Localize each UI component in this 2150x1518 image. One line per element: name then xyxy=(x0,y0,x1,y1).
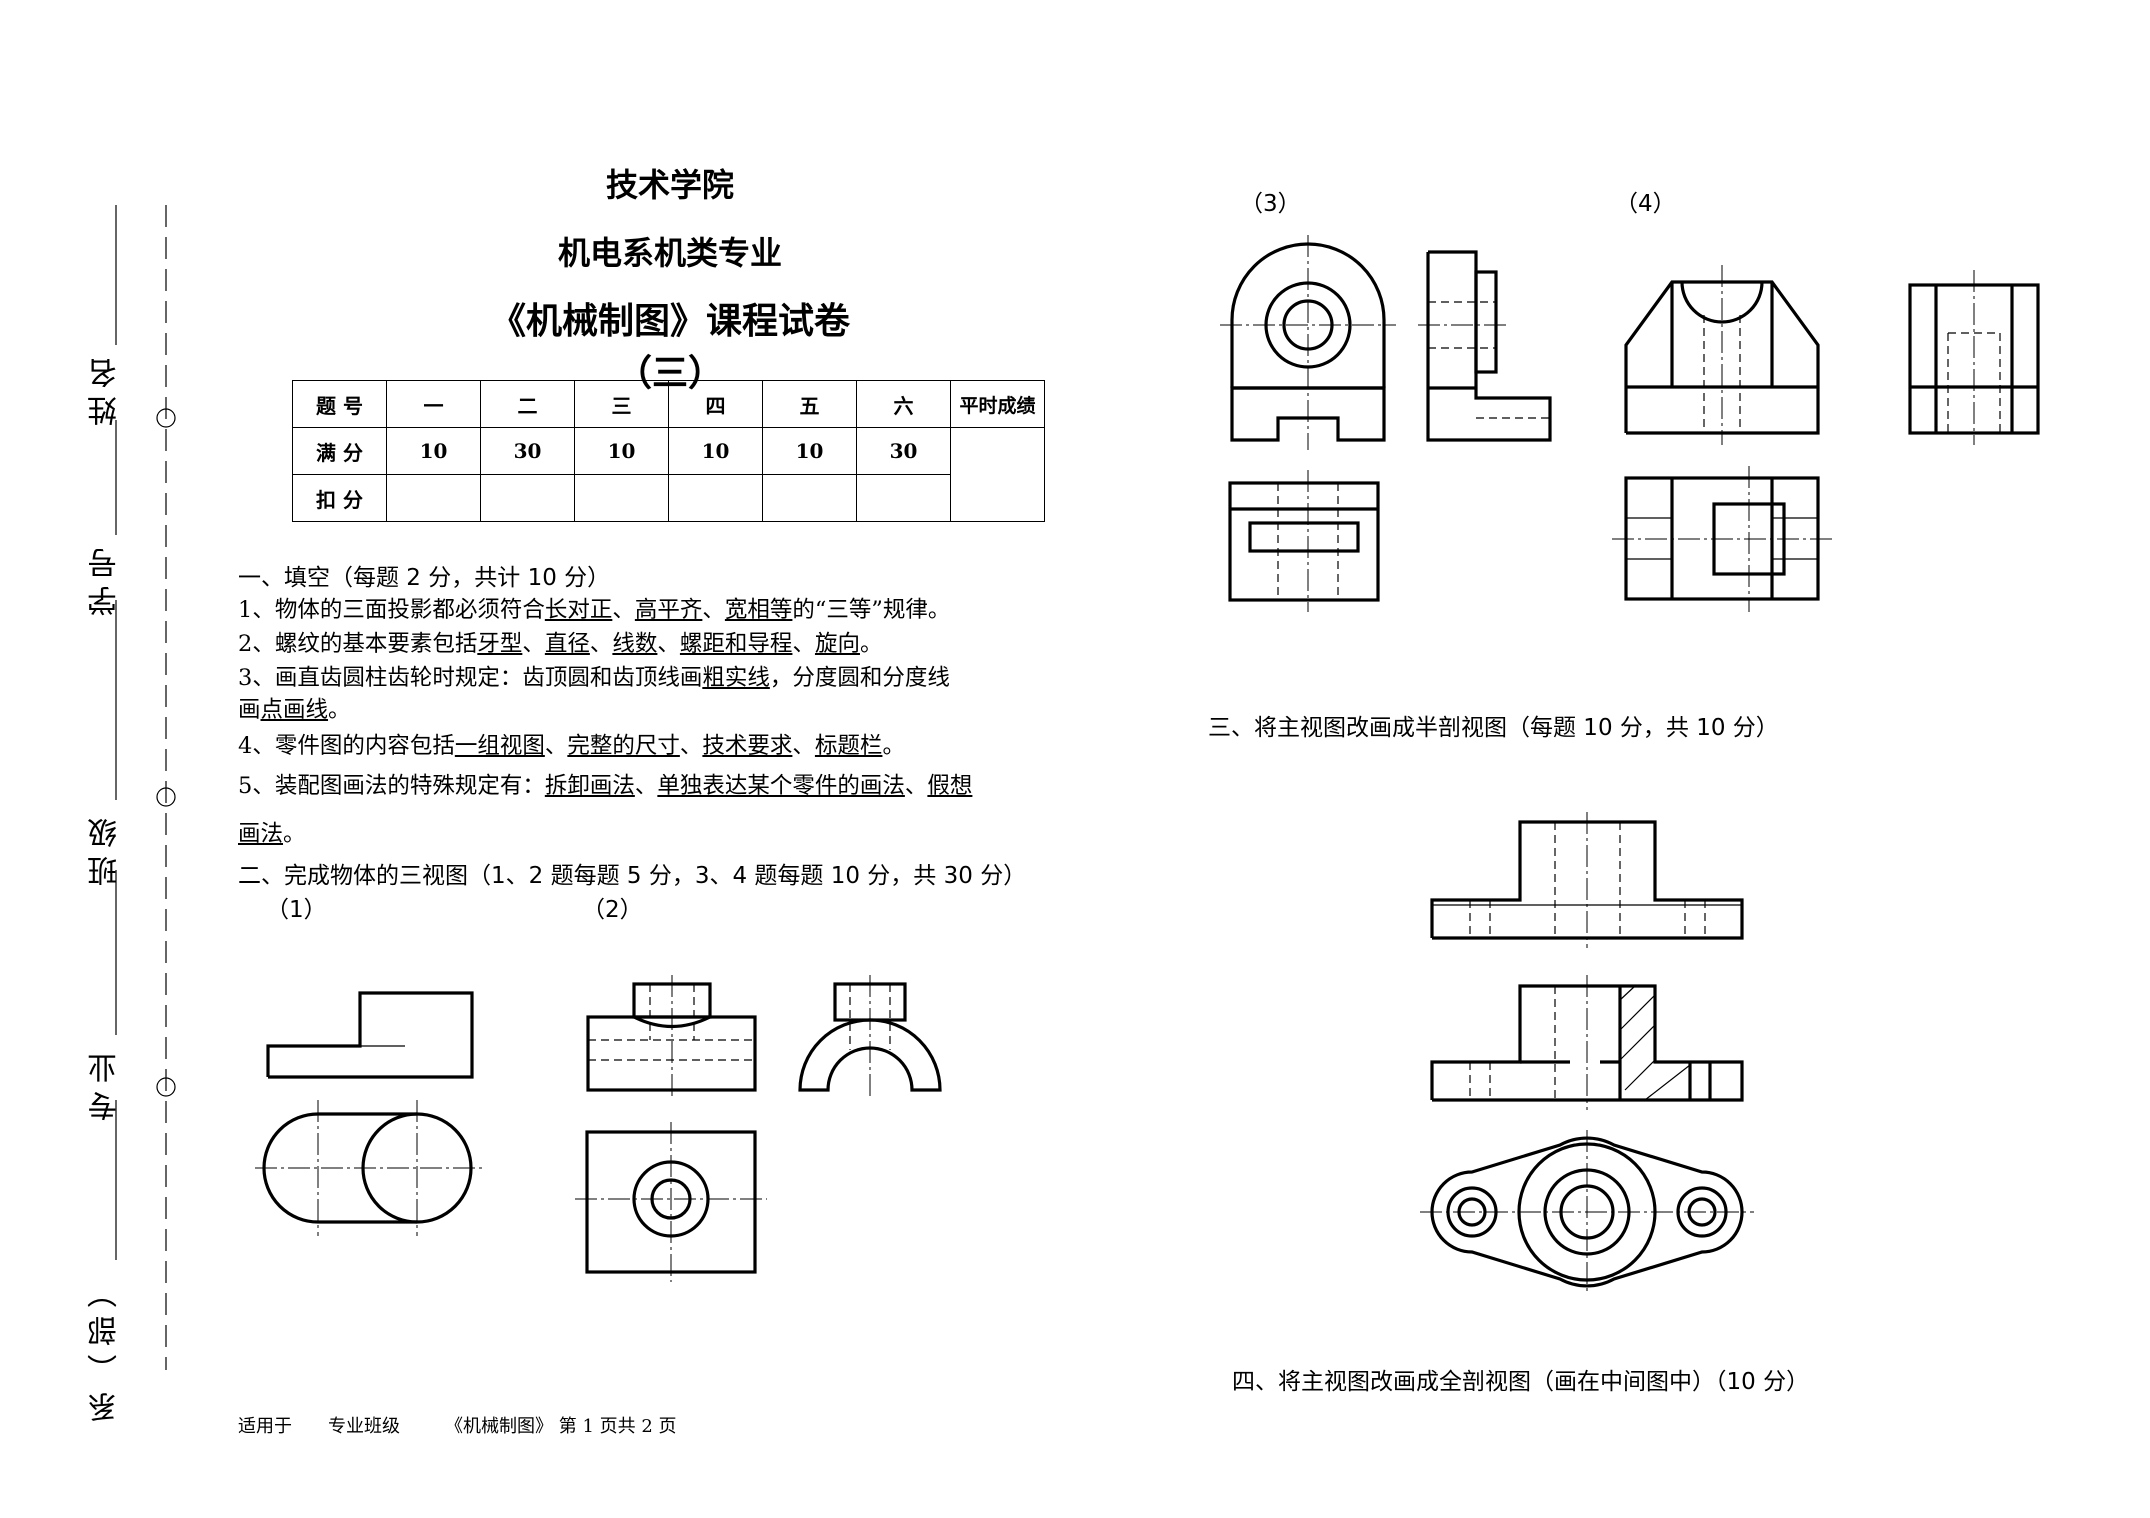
q1-text: 的“三等”规律。 xyxy=(792,597,951,623)
q1-sep: 、 xyxy=(702,597,725,623)
question-2: 2、螺纹的基本要素包括牙型、直径、线数、螺距和导程、旋向。 xyxy=(238,626,882,658)
q2-answer: 直径 xyxy=(544,631,590,657)
q4-answer: 标题栏 xyxy=(814,733,883,759)
q3-answer: 粗实线 xyxy=(702,665,770,691)
q3-text: 。 xyxy=(328,697,351,723)
figure-label-3: （3） xyxy=(1240,191,1301,217)
question-3: 3、画直齿圆柱齿轮时规定：齿顶圆和齿顶线画粗实线，分度圆和分度线 xyxy=(238,660,950,692)
q5-sep: 、 xyxy=(904,773,928,799)
department-title: 机电系机类专业 xyxy=(557,234,782,272)
figure-label-4: （4） xyxy=(1615,191,1676,217)
binding-margin xyxy=(115,205,176,1370)
q5-answer: 画法 xyxy=(238,821,284,847)
q2-sep: 、 xyxy=(589,631,613,657)
q2-sep: 、 xyxy=(522,631,545,657)
q4-text: 4、零件图的内容包括 xyxy=(238,733,455,759)
q1-answer: 长对正 xyxy=(544,597,613,623)
q5-answer: 拆卸画法 xyxy=(544,773,635,799)
q2-answer: 牙型 xyxy=(477,631,523,657)
question-5-cont: 画法。 xyxy=(238,816,306,848)
section3-heading: 三、将主视图改画成半剖视图（每题 10 分，共 10 分） xyxy=(1208,715,1779,741)
figure-3-drawing xyxy=(1220,235,1552,612)
column-header-regular-grade: 平时成绩 xyxy=(950,380,1045,428)
q4-sep: 、 xyxy=(679,733,703,759)
q4-sep: 、 xyxy=(544,733,568,759)
question-4: 4、零件图的内容包括一组视图、完整的尺寸、技术要求、标题栏。 xyxy=(238,728,905,760)
q2-sep: 、 xyxy=(657,631,680,657)
q4-answer: 完整的尺寸 xyxy=(567,733,680,759)
q2-answer: 旋向 xyxy=(814,631,860,657)
figure-label-1: （1） xyxy=(266,897,327,923)
table-row: 题 号 一 二 三 四 五 六 平时成绩 xyxy=(292,380,1045,428)
q3-text: 3、画直齿圆柱齿轮时规定：齿顶圆和齿顶线画 xyxy=(238,665,703,691)
section1-heading: 一、填空（每题 2 分，共计 10 分） xyxy=(238,565,611,591)
table-row: 扣 分 xyxy=(292,474,1045,522)
regular-grade-cell xyxy=(950,427,1045,522)
q2-sep: 、 xyxy=(792,631,815,657)
table-row: 满 分 10 30 10 10 10 30 xyxy=(292,427,1045,522)
deduction-cell xyxy=(574,474,669,522)
row-label-deduction: 扣 分 xyxy=(292,474,387,522)
q1-sep: 、 xyxy=(612,597,635,623)
q4-sep: 、 xyxy=(792,733,815,759)
question-1: 1、物体的三面投影都必须符合长对正、高平齐、宽相等的“三等”规律。 xyxy=(238,592,950,624)
q5-answer: 单独表达某个零件的画法 xyxy=(657,773,905,799)
q3-text: 画 xyxy=(238,697,261,723)
deduction-cell xyxy=(856,474,951,522)
q4-answer: 一组视图 xyxy=(454,733,545,759)
full-mark-cell: 10 xyxy=(386,427,481,475)
q4-answer: 技术要求 xyxy=(702,733,793,759)
q5-sep: 、 xyxy=(634,773,658,799)
column-header: 五 xyxy=(762,380,857,428)
section2-heading: 二、完成物体的三视图（1、2 题每题 5 分，3、4 题每题 10 分，共 30… xyxy=(238,863,1027,889)
q3-text: ，分度圆和分度线 xyxy=(769,665,950,691)
section4-heading: 四、将主视图改画成全剖视图（画在中间图中）（10 分） xyxy=(1232,1369,1810,1395)
q5-text: 5、装配图画法的特殊规定有： xyxy=(238,773,545,799)
figure-1-drawing xyxy=(255,991,485,1236)
section3-drawing xyxy=(1420,812,1754,1294)
q1-answer: 高平齐 xyxy=(634,597,703,623)
q2-text: 2、螺纹的基本要素包括 xyxy=(238,631,478,657)
score-table: 题 号 一 二 三 四 五 六 平时成绩 满 分 10 30 10 10 10 … xyxy=(292,380,1045,522)
q4-text: 。 xyxy=(882,733,905,759)
question-5: 5、装配图画法的特殊规定有：拆卸画法、单独表达某个零件的画法、假想 xyxy=(238,768,972,800)
question-3-cont: 画点画线。 xyxy=(238,692,351,724)
q2-text: 。 xyxy=(859,631,883,657)
q2-answer: 线数 xyxy=(612,631,658,657)
figure-2-drawing xyxy=(575,975,942,1282)
figure-label-2: （2） xyxy=(582,897,643,923)
full-mark-cell: 10 xyxy=(762,427,857,475)
school-name: 技术学院 xyxy=(605,166,734,204)
q3-answer: 点画线 xyxy=(260,697,329,723)
q1-answer: 宽相等 xyxy=(724,597,793,623)
q5-text: 。 xyxy=(283,821,306,847)
deduction-cell xyxy=(386,474,481,522)
figure-4-drawing xyxy=(1612,265,2040,612)
column-header: 六 xyxy=(856,380,951,428)
full-mark-cell: 10 xyxy=(668,427,763,475)
q2-answer: 螺距和导程 xyxy=(679,631,793,657)
full-mark-cell: 30 xyxy=(856,427,951,475)
q1-text: 1、物体的三面投影都必须符合 xyxy=(238,597,545,623)
q5-answer: 假想 xyxy=(927,773,973,799)
page-footer: 适用于 专业班级 《机械制图》 第 1 页共 2 页 xyxy=(238,1416,677,1437)
row-label-full-marks: 满 分 xyxy=(292,427,387,475)
